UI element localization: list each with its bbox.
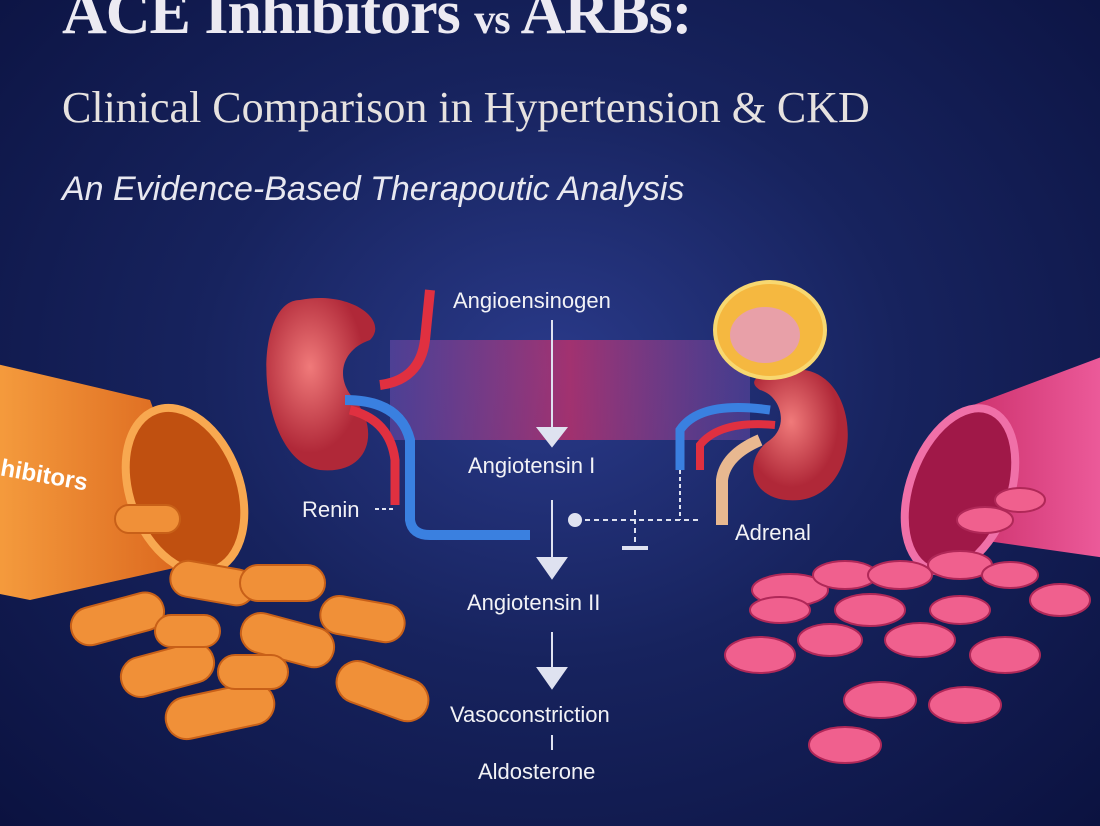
- adrenal-label: Adrenal: [735, 520, 811, 545]
- arb-bottle: [724, 357, 1100, 764]
- step-angiotensin-1: Angiotensin I: [468, 453, 596, 478]
- right-kidney: [675, 280, 848, 525]
- title-part2: ARBs:: [520, 0, 693, 47]
- tagline: An Evidence-Based Therapoutic Analysis: [62, 170, 685, 208]
- step-angiotensin-2: Angiotensin II: [467, 590, 601, 615]
- step-vasoconstriction: Vasoconstriction: [450, 702, 610, 727]
- step-aldosterone: Aldosterone: [478, 759, 596, 784]
- title-part1: ACE Inhibitors: [62, 0, 461, 47]
- subtitle: Clinical Comparison in Hypertension & CK…: [62, 83, 870, 132]
- left-kidney: [266, 289, 530, 540]
- page-title: ACE Inhibitors vs ARBs:: [62, 0, 693, 49]
- title-vs: vs: [474, 0, 510, 43]
- gradient-band: [390, 340, 750, 440]
- step-angiotensinogen: Angioensinogen: [453, 288, 611, 313]
- renin-label: Renin: [302, 497, 360, 522]
- pathway-arrows: [375, 320, 700, 750]
- ace-inhibitor-bottle: [0, 364, 430, 741]
